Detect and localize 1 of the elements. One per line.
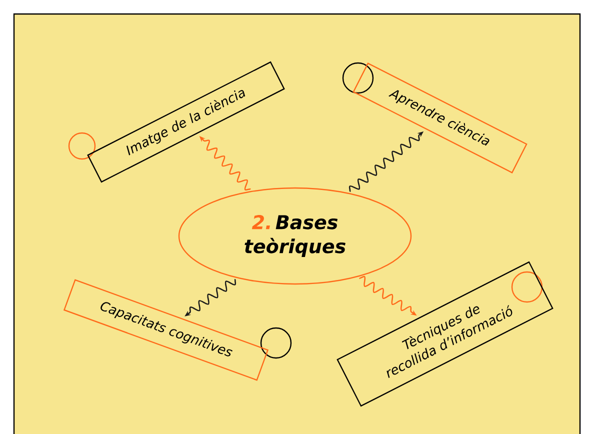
ellipse-node: 2. Bases teòriques bbox=[178, 187, 412, 285]
